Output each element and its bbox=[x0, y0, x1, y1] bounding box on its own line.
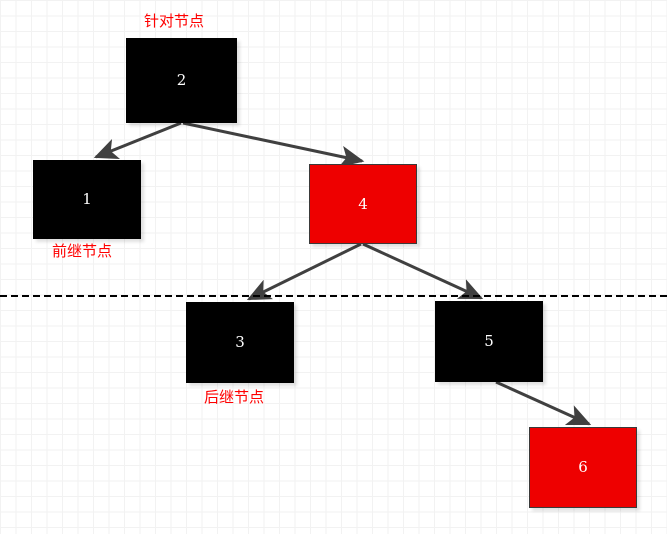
node-1[interactable]: 1 bbox=[33, 160, 141, 239]
node-2-label: 2 bbox=[176, 71, 187, 89]
edge-4-to-5 bbox=[362, 242, 484, 300]
annotation-predecessor-node: 前继节点 bbox=[52, 242, 113, 260]
edge-4-to-3 bbox=[246, 242, 362, 301]
edge-5-to-6 bbox=[495, 380, 592, 426]
edge-2-to-4 bbox=[182, 121, 365, 168]
node-4-label: 4 bbox=[358, 194, 368, 213]
annotation-successor-node: 后继节点 bbox=[204, 388, 265, 406]
node-6-label: 6 bbox=[578, 458, 588, 476]
node-3-label: 3 bbox=[235, 333, 245, 351]
node-6[interactable]: 6 bbox=[529, 427, 637, 508]
node-3[interactable]: 3 bbox=[186, 302, 294, 383]
node-5-label: 5 bbox=[484, 332, 494, 350]
node-4[interactable]: 4 bbox=[309, 164, 417, 244]
node-1-label: 1 bbox=[82, 190, 92, 208]
edge-2-to-1 bbox=[93, 121, 182, 160]
node-5[interactable]: 5 bbox=[435, 301, 543, 382]
annotation-target-node: 针对节点 bbox=[144, 12, 205, 30]
node-2[interactable]: 2 bbox=[126, 38, 237, 123]
